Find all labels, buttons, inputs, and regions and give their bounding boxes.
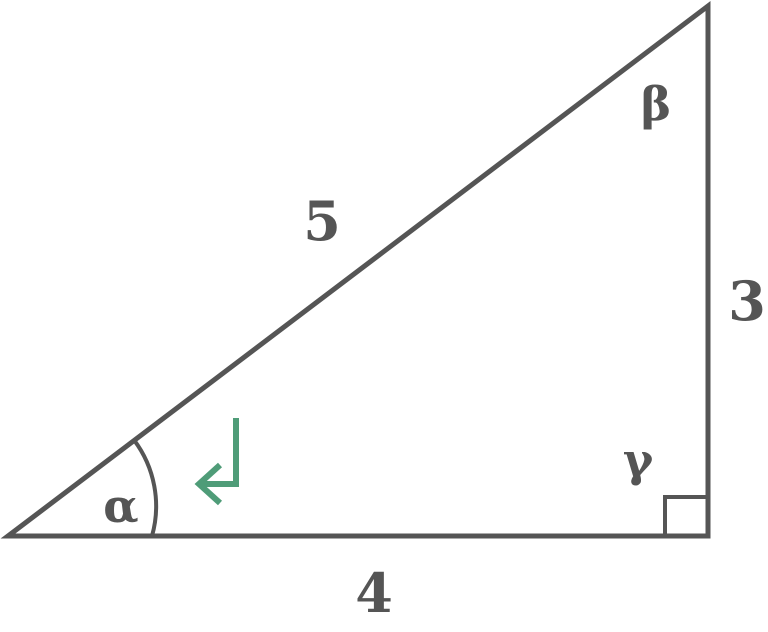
return-arrow-icon xyxy=(194,418,239,506)
beta-label: β xyxy=(641,77,672,131)
alpha-label: α xyxy=(103,479,138,533)
right-angle-marker xyxy=(663,495,710,538)
gamma-label: γ xyxy=(623,433,654,487)
hypotenuse-label: 5 xyxy=(303,189,341,253)
triangle-outline xyxy=(0,0,711,539)
base-label: 4 xyxy=(355,561,393,625)
height-label: 3 xyxy=(728,269,766,333)
alpha-angle-arc xyxy=(132,438,159,537)
